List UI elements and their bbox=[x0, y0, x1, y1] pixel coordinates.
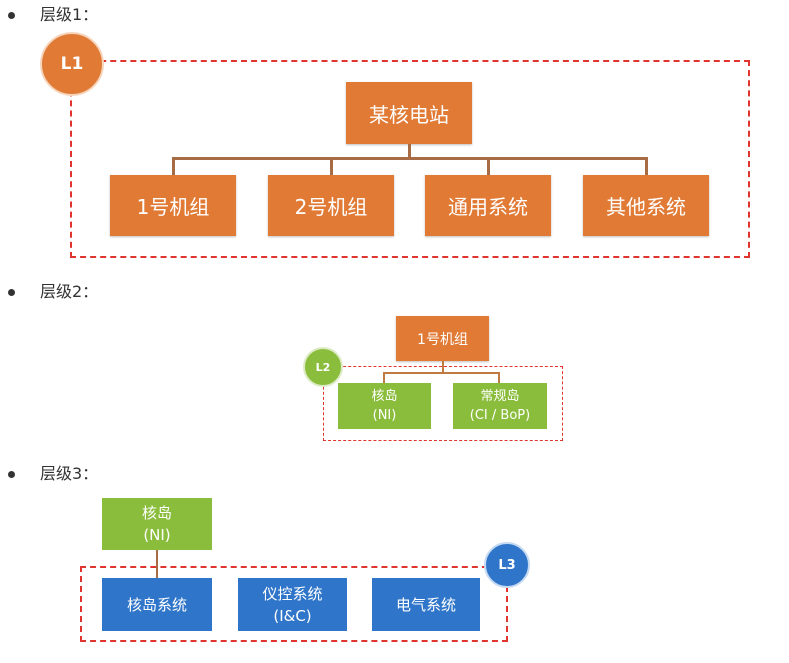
level-1-child-label: 通用系统 bbox=[448, 195, 528, 219]
level-1-connector-stem bbox=[408, 144, 411, 158]
level-1-connector-drop-1 bbox=[172, 157, 175, 175]
level-2-child-name: 常规岛 bbox=[480, 389, 520, 404]
level-3-badge: L3 bbox=[484, 542, 530, 588]
level-1-badge: L1 bbox=[40, 32, 104, 96]
level-2-child-node: 常规岛 (CI / BoP) bbox=[453, 383, 547, 429]
level-1-frame bbox=[70, 60, 750, 258]
level-3-child-node: 核岛系统 bbox=[102, 578, 212, 631]
level-3-label: 层级3： bbox=[40, 464, 99, 483]
level-2-connector-stem bbox=[442, 361, 444, 373]
level-3-child-sub: (I&C) bbox=[273, 606, 312, 625]
level-2-connector-drop-1 bbox=[383, 372, 385, 383]
level-2-child-node: 核岛 (NI) bbox=[338, 383, 431, 429]
level-3-connector-stem bbox=[156, 550, 158, 578]
level-3-root-sub: (NI) bbox=[143, 526, 171, 544]
level-3-frame bbox=[80, 566, 508, 642]
level-2-badge: L2 bbox=[303, 347, 343, 387]
level-2-root-label: 1号机组 bbox=[417, 331, 468, 348]
level-3-badge-text: L3 bbox=[498, 557, 516, 573]
level-3-child-name: 电气系统 bbox=[395, 595, 456, 614]
level-2-badge-text: L2 bbox=[315, 360, 331, 374]
level-1-connector-drop-4 bbox=[645, 157, 648, 175]
level-1-connector-drop-2 bbox=[330, 157, 333, 175]
level-1-badge-text: L1 bbox=[60, 54, 84, 74]
level-3-root-node: 核岛 (NI) bbox=[102, 498, 212, 550]
level-1-child-node: 2号机组 bbox=[268, 175, 394, 236]
level-1-root-node: 某核电站 bbox=[346, 82, 472, 144]
level-1-child-label: 2号机组 bbox=[294, 195, 368, 219]
level-3-child-node: 电气系统 bbox=[372, 578, 480, 631]
bullet-level-2 bbox=[8, 289, 15, 296]
level-1-child-node: 1号机组 bbox=[110, 175, 236, 236]
bullet-level-1 bbox=[8, 12, 15, 19]
level-1-child-label: 1号机组 bbox=[136, 195, 210, 219]
level-1-connector-drop-3 bbox=[487, 157, 490, 175]
bullet-level-3 bbox=[8, 471, 15, 478]
level-1-connector-bar bbox=[172, 157, 648, 160]
level-3-root-name: 核岛 bbox=[141, 504, 172, 522]
level-1-child-label: 其他系统 bbox=[606, 195, 686, 219]
level-1-label: 层级1： bbox=[40, 5, 99, 24]
level-2-connector-drop-2 bbox=[498, 372, 500, 383]
level-1-child-node: 通用系统 bbox=[425, 175, 551, 236]
level-2-child-sub: (NI) bbox=[372, 408, 397, 423]
level-3-child-name: 核岛系统 bbox=[126, 595, 187, 614]
level-3-child-node: 仪控系统 (I&C) bbox=[238, 578, 347, 631]
level-2-child-sub: (CI / BoP) bbox=[469, 408, 531, 423]
level-3-child-name: 仪控系统 bbox=[262, 584, 323, 603]
level-1-child-node: 其他系统 bbox=[583, 175, 709, 236]
level-2-connector-bar bbox=[383, 372, 500, 374]
level-2-child-name: 核岛 bbox=[371, 389, 398, 404]
level-2-label: 层级2： bbox=[40, 282, 99, 301]
level-2-root-node: 1号机组 bbox=[396, 316, 489, 361]
level-1-root-label: 某核电站 bbox=[369, 102, 449, 127]
